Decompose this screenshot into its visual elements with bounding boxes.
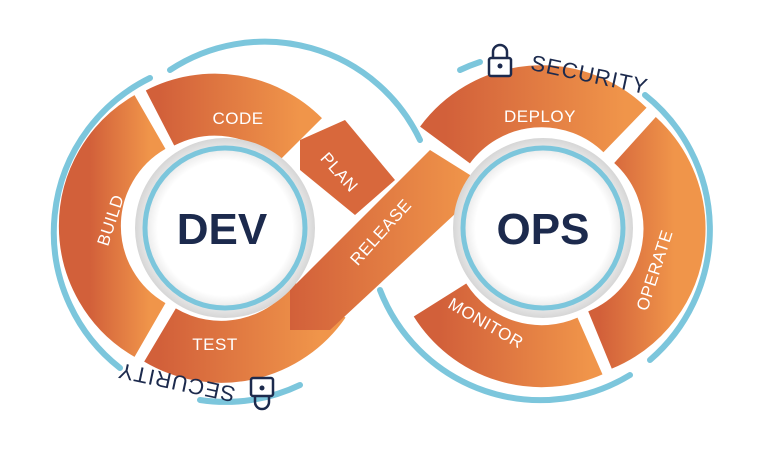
label-deploy: DEPLOY: [504, 107, 576, 126]
outer-blue-arc-left: [50, 75, 153, 371]
segment-build: [58, 95, 167, 357]
label-test: TEST: [192, 335, 237, 354]
outer-blue-arc-right: [642, 92, 713, 363]
segment-deploy: [420, 65, 647, 165]
outer-blue-arc-left-top: [167, 38, 423, 143]
segment-release: [290, 150, 470, 330]
dev-core: [135, 138, 315, 318]
outer-blue-arc-right-top: [457, 59, 483, 73]
dev-title: DEV: [177, 205, 268, 254]
ops-blue-ring: [460, 145, 626, 311]
segment-operate: [587, 117, 706, 369]
lock-icon: [249, 376, 275, 411]
segment-code: [145, 73, 322, 163]
segment-plan: [300, 120, 395, 215]
ops-title: OPS: [497, 205, 590, 254]
outer-blue-arc-right-bottom: [377, 287, 633, 404]
segment-monitor: [413, 282, 603, 388]
right-ring: [413, 65, 706, 388]
dev-blue-ring: [142, 145, 308, 311]
label-code: CODE: [212, 109, 263, 128]
outer-blue-arc-left-bottom: [197, 382, 303, 405]
ops-core: [453, 138, 633, 318]
lock-icon: [487, 43, 513, 78]
